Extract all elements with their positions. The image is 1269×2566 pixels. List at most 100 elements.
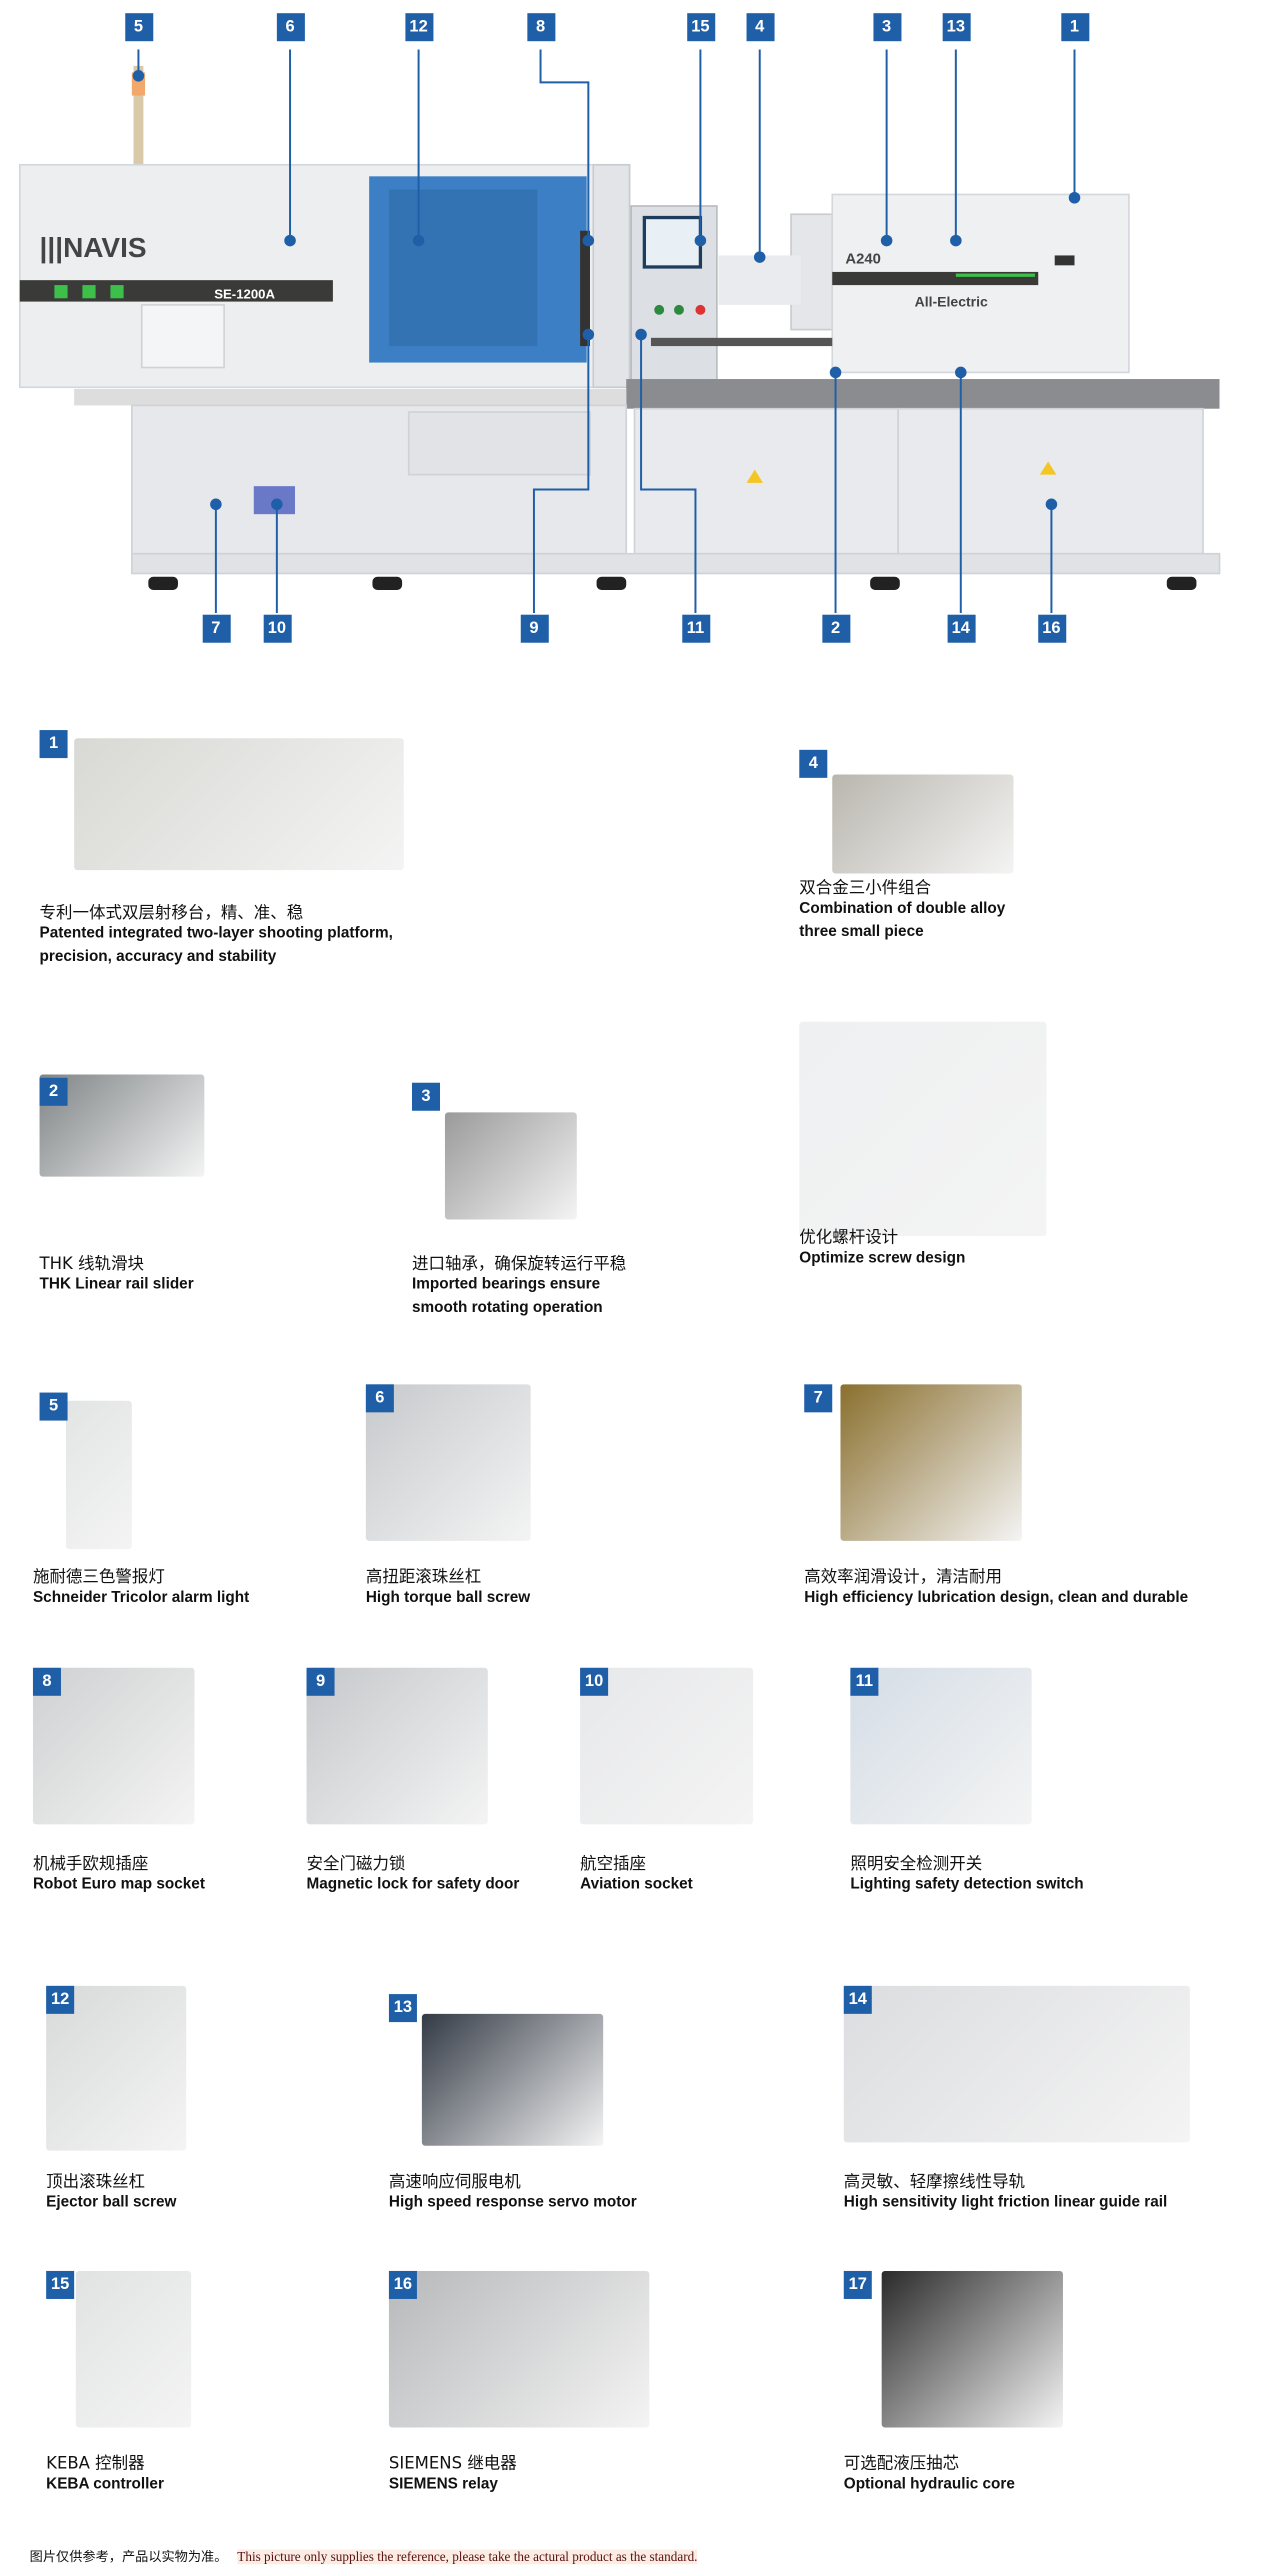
feature-title-en: smooth rotating operation <box>412 1298 603 1316</box>
feature-photo <box>444 1112 577 1220</box>
feature-photo <box>306 1667 488 1825</box>
callout-dot-2 <box>829 366 842 379</box>
feature-title-en: High torque ball screw <box>365 1588 531 1606</box>
feature-title-en: Aviation socket <box>580 1875 693 1892</box>
feature-number-badge: 16 <box>388 2270 417 2299</box>
feature-title-en: Robot Euro map socket <box>32 1875 205 1892</box>
callout-leader-8 <box>539 49 590 241</box>
callout-badge-5: 5 <box>124 13 153 42</box>
callout-dot-8 <box>582 234 595 247</box>
feature-title-en: Optional hydraulic core <box>843 2475 1015 2492</box>
callout-badge-8: 8 <box>526 13 555 42</box>
callout-badge-1: 1 <box>1060 13 1089 42</box>
feature-title-cn: 航空插座 <box>580 1855 647 1874</box>
feature-photo <box>421 2013 604 2146</box>
callout-badge-3: 3 <box>872 13 901 42</box>
feature-number-badge: 12 <box>46 1985 75 2014</box>
feature-title-en: Imported bearings ensure <box>412 1275 601 1293</box>
feature-title-en: THK Linear rail slider <box>39 1275 194 1293</box>
feature-title-cn: 优化螺杆设计 <box>799 1229 899 1248</box>
feature-number-badge: 11 <box>850 1667 879 1696</box>
callout-dot-12 <box>412 234 425 247</box>
feature-title-cn: 可选配液压抽芯 <box>843 2455 960 2474</box>
callout-badge-15: 15 <box>686 13 715 42</box>
feature-number-badge: 15 <box>46 2270 75 2299</box>
feature-title-en: KEBA controller <box>46 2475 164 2492</box>
feature-title-cn: 进口轴承，确保旋转运行平稳 <box>412 1255 627 1274</box>
feature-title-en: Optimize screw design <box>799 1249 966 1266</box>
feature-title-en: SIEMENS relay <box>388 2475 498 2492</box>
feature-number-badge: 4 <box>799 749 828 778</box>
feature-title-cn: SIEMENS 继电器 <box>388 2455 517 2474</box>
feature-title-cn: 双合金三小件组合 <box>799 880 932 899</box>
callout-dot-15 <box>694 234 707 247</box>
callout-dot-6 <box>284 234 296 247</box>
callout-dot-10 <box>271 498 283 511</box>
callout-leader-9 <box>532 334 590 614</box>
disclaimer-cn: 图片仅供参考，产品以实物为准。 <box>29 2549 228 2565</box>
callout-dot-5 <box>132 70 145 82</box>
model-stripe <box>19 280 333 302</box>
callout-badge-6: 6 <box>276 13 305 42</box>
feature-number-badge: 1 <box>39 730 68 759</box>
feature-photo <box>799 1021 1047 1236</box>
feature-title-cn: 照明安全检测开关 <box>850 1855 983 1874</box>
callout-dot-16 <box>1045 498 1058 511</box>
feature-title-cn: 高速响应伺服电机 <box>388 2173 521 2192</box>
feature-number-badge: 9 <box>306 1667 335 1696</box>
feature-photo <box>832 774 1014 874</box>
svg-text:All-Electric: All-Electric <box>915 294 988 310</box>
callout-dot-1 <box>1068 191 1081 204</box>
feature-number-badge: 6 <box>365 1384 394 1413</box>
callout-badge-9: 9 <box>519 614 548 643</box>
feature-title-cn: 安全门磁力锁 <box>306 1855 406 1874</box>
feature-number-badge: 3 <box>412 1082 441 1111</box>
feature-title-cn: 顶出滚珠丝杠 <box>46 2173 146 2192</box>
callout-badge-12: 12 <box>404 13 433 42</box>
svg-text:A240: A240 <box>845 252 880 268</box>
callout-dot-14 <box>955 366 967 379</box>
door-handle <box>580 230 590 347</box>
callout-dot-7 <box>210 498 222 511</box>
feature-title-cn: 施耐德三色警报灯 <box>32 1568 165 1588</box>
feature-number-badge: 8 <box>32 1667 61 1696</box>
feature-number-badge: 7 <box>804 1384 833 1413</box>
brand-logo: |||NAVIS <box>40 232 147 263</box>
callout-badge-4: 4 <box>745 13 774 42</box>
callout-badge-14: 14 <box>946 614 975 643</box>
feature-number-badge: 2 <box>39 1077 68 1106</box>
machine-table <box>626 379 1220 409</box>
feature-title-cn: KEBA 控制器 <box>46 2455 145 2474</box>
callout-dot-3 <box>880 234 893 247</box>
feature-title-cn: 机械手欧规插座 <box>32 1855 149 1874</box>
feature-title-en: Ejector ball screw <box>46 2193 177 2210</box>
feature-photo <box>850 1667 1032 1825</box>
feature-title-en: High speed response servo motor <box>388 2193 637 2210</box>
alarm-light-pole <box>133 65 144 165</box>
model-label: SE-1200A <box>214 286 275 301</box>
feature-photo <box>580 1667 754 1825</box>
disclaimer-footer: 图片仅供参考，产品以实物为准。 This picture only supplie… <box>30 2548 698 2566</box>
feature-photo <box>840 1384 1022 1541</box>
feature-title-en: Patented integrated two-layer shooting p… <box>39 924 393 942</box>
feature-number-badge: 10 <box>580 1667 609 1696</box>
disclaimer-en: This picture only supplies the reference… <box>237 2549 698 2565</box>
callout-badge-16: 16 <box>1037 614 1066 643</box>
feature-title-en: Combination of double alloy <box>799 899 1006 917</box>
callout-badge-13: 13 <box>941 13 970 42</box>
feature-number-badge: 5 <box>39 1392 68 1421</box>
feature-photo <box>843 1985 1190 2143</box>
feature-number-badge: 17 <box>843 2270 872 2299</box>
feature-title-en: High sensitivity light friction linear g… <box>843 2193 1168 2210</box>
callout-badge-7: 7 <box>201 614 230 643</box>
feature-title-en: Magnetic lock for safety door <box>306 1875 520 1892</box>
callout-badge-10: 10 <box>262 614 291 643</box>
callout-leader-11 <box>640 334 697 614</box>
feature-title-cn: 专利一体式双层射移台，精、准、稳 <box>39 904 304 923</box>
feature-title-en: precision, accuracy and stability <box>39 947 277 965</box>
feature-photo <box>388 2270 650 2428</box>
feature-title-cn: 高效率润滑设计，清洁耐用 <box>804 1568 1002 1588</box>
feature-title-en: Schneider Tricolor alarm light <box>32 1588 250 1606</box>
feature-title-cn: 高灵敏、轻摩擦线性导轨 <box>843 2173 1026 2192</box>
